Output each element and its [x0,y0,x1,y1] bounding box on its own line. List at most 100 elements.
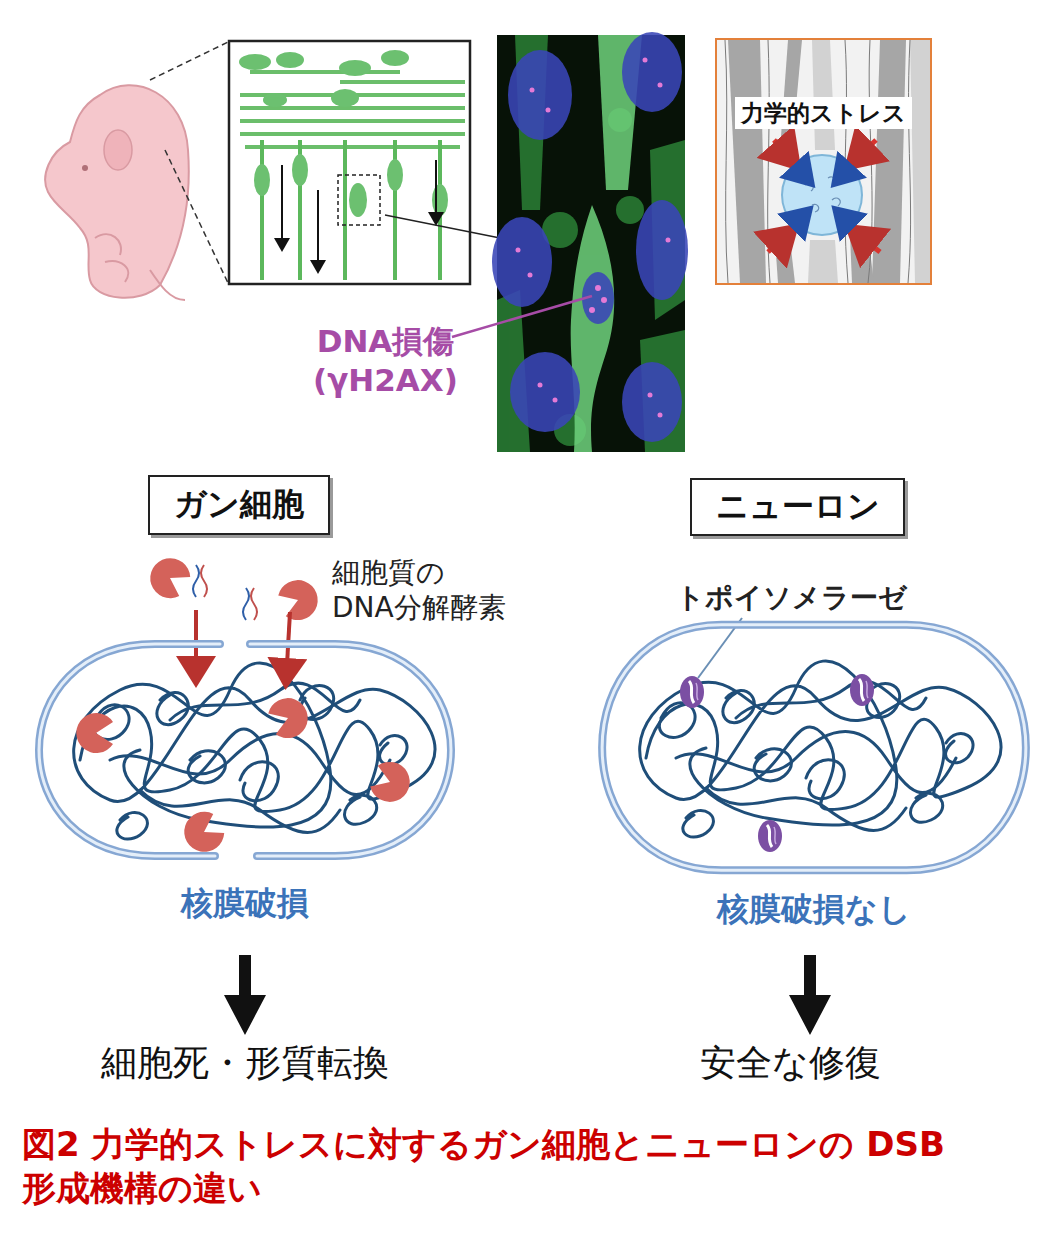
nucleus-shape: 核膜破損なし [598,620,1030,875]
result-arrow [789,955,831,1035]
stress-inset [805,177,840,212]
nuclease-enzyme [143,551,195,604]
tissue-zoom [240,72,465,147]
tissue-zoom [317,190,319,270]
stress-inset [728,40,906,283]
leader-line [452,296,592,337]
outcome-label: 安全な修復 [650,1040,930,1085]
nucleus-membrane [39,644,220,856]
stress-inset [836,171,846,182]
dna-fragment [243,588,249,620]
stress-inset [780,40,802,150]
stress-inset [800,171,810,182]
dna-fragment [193,565,257,620]
micrograph [530,88,535,93]
stress-inset [837,211,848,222]
tissue-zoom [387,159,403,191]
micrograph [508,50,572,140]
stress-inset-box: 力学的ストレス [715,38,932,285]
stress-label: 力学的ストレス [735,97,912,129]
micrograph [516,248,521,253]
enzyme-label: 細胞質の DNA分解酵素 [332,555,532,625]
micrograph [666,238,671,243]
stress-inset [851,140,876,164]
result-arrow [224,955,266,1035]
tissue-zoom [239,54,271,70]
stress-inset [725,40,911,283]
chromatin [74,663,435,839]
nucleus-membrane [602,625,1026,871]
tissue-zoom [338,175,380,225]
micrograph [658,413,663,418]
tissue-zoom [260,140,264,280]
cell-type-label: ニューロン [716,485,880,529]
stress-inset [768,230,792,252]
micrograph [553,398,558,403]
figure-caption: 図2 力学的ストレスに対するガン細胞とニューロンの DSB 形成機構の違い [22,1122,1037,1210]
stress-inset [782,155,862,235]
tissue-zoom [432,184,448,216]
micrograph [528,273,533,278]
micrograph [492,32,688,442]
embryo-illustration [82,165,88,171]
nucleus-membrane [598,620,1030,875]
dna-fragment [193,565,199,597]
embryo-illustration [150,270,185,300]
stress-inset [725,40,728,283]
nucleus-membrane [35,640,455,860]
stress-inset [852,230,880,252]
nucleus-membrane [39,644,220,856]
stress-inset [774,140,795,164]
tissue-zoom [263,93,287,107]
chromatin [640,661,1001,837]
micrograph [492,217,552,307]
tissue-zoom [349,183,367,217]
micrograph [616,196,644,224]
micrograph [601,297,607,303]
micrograph [571,205,615,452]
tissue-zoom [340,80,465,84]
tissue-zoom [281,165,283,248]
micrograph [622,362,682,442]
micrograph [622,32,682,112]
stress-inset [768,40,770,283]
stress-inset [910,40,930,283]
tissue-zoom [331,89,359,107]
tissue-zoom [292,154,308,186]
micrograph [510,352,580,432]
tissue-zoom [339,60,371,76]
topoisomerase [850,674,874,706]
cell-type-box: ガン細胞 [148,475,330,535]
tissue-zoom [239,50,409,107]
tissue-zoom [381,50,409,66]
tissue-zoom [254,164,270,196]
micrograph [643,58,648,63]
nucleus-membrane [602,625,1026,871]
zoom-lines [165,150,228,283]
embryo-illustration [45,85,189,300]
tissue-zoom [229,41,470,284]
cell-type-label: ガン細胞 [174,483,304,527]
embryo-illustration [95,234,128,282]
dna-fragment [201,565,207,597]
zoom-lines [150,42,228,80]
node-text-row: 力学的ストレス [717,98,930,129]
status-label: 核膜破損なし [558,888,1058,932]
nucleus-membrane [250,644,451,856]
stress-inset [808,240,838,283]
result-arrow [224,955,831,1035]
topoisomerase [758,820,782,852]
stress-inset [812,40,835,150]
tissue-zoom [240,132,465,136]
cell-type-box: ニューロン [690,478,905,536]
embryo-illustration [45,85,189,297]
nuclease-enzyme [275,574,323,624]
embryo-illustration [104,130,132,170]
tissue-zoom [245,145,460,149]
micrograph [589,307,595,313]
stress-inset [728,40,766,283]
tissue-zoom [343,140,347,280]
outcome-label: 細胞死・形質転換 [80,1040,410,1085]
tissue-zoom [385,215,500,238]
tissue-zoom [262,140,440,280]
